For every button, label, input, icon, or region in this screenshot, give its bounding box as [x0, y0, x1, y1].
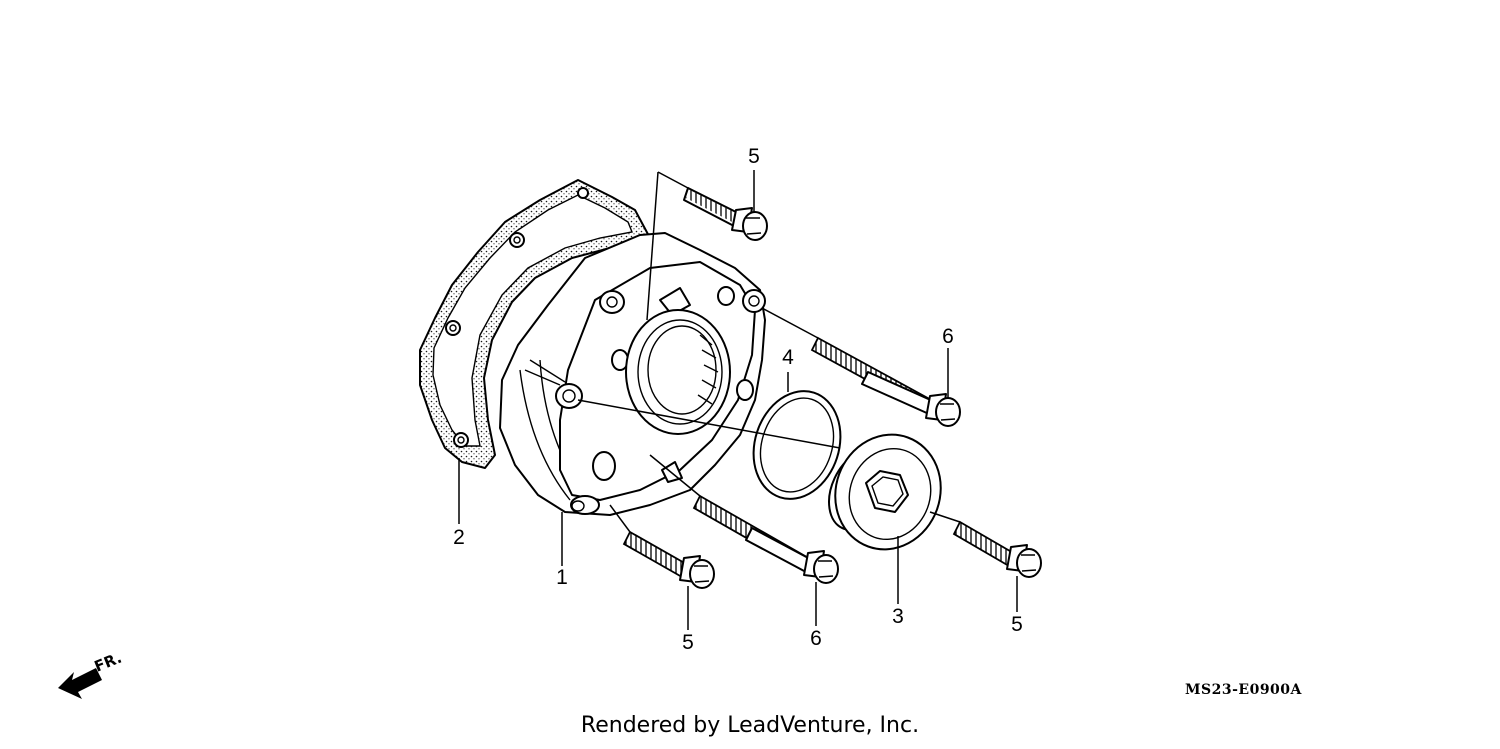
- render-credit: Rendered by LeadVenture, Inc.: [580, 713, 920, 738]
- flange-bolt-5-top: [683, 187, 768, 241]
- callout-4: 4: [782, 346, 794, 369]
- callout-5-top: 5: [748, 145, 760, 168]
- leader-lines: [458, 170, 1018, 630]
- front-direction-arrow-icon: FR.: [58, 649, 124, 699]
- flange-bolt-5-left: [622, 530, 715, 589]
- callout-5-right: 5: [1011, 613, 1023, 636]
- callout-2: 2: [453, 526, 465, 549]
- callout-6-lower: 6: [810, 627, 822, 650]
- plug-cap-part: [828, 433, 942, 551]
- callout-1: 1: [556, 566, 568, 589]
- flange-bolt-6-upper: [810, 336, 961, 427]
- flange-bolt-6-lower: [692, 494, 839, 584]
- cover-part: [499, 232, 766, 516]
- callout-6-upper: 6: [942, 325, 954, 348]
- flange-bolt-5-right: [952, 520, 1042, 578]
- callout-3: 3: [892, 605, 904, 628]
- gasket-part: [419, 179, 651, 469]
- diagram-code: MS23-E0900A: [1185, 682, 1302, 698]
- assembly-lines: [577, 171, 961, 533]
- callout-5-left: 5: [682, 631, 694, 654]
- direction-label: FR.: [92, 649, 125, 676]
